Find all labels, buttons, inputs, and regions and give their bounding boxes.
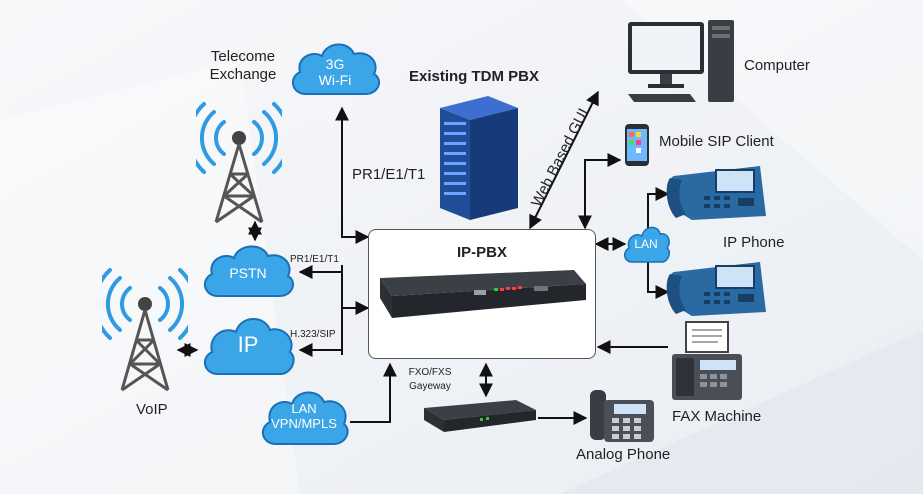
lan-vpn-cloud-icon: [261, 391, 349, 445]
smartphone-icon: [625, 124, 649, 166]
lan-vpn-line1: LAN: [291, 401, 317, 416]
pstn-cloud-label: PSTN: [229, 265, 267, 281]
mobile-sip-label: Mobile SIP Client: [659, 133, 774, 150]
wifi-cloud-icon: [291, 43, 381, 95]
gateway-device-icon: [424, 400, 536, 432]
pstn-cloud-icon: [203, 245, 295, 297]
voip-tower-icon: [102, 268, 188, 392]
desktop-computer-icon: [628, 20, 734, 102]
computer-label: Computer: [744, 57, 810, 74]
lan-cloud-label: LAN: [634, 237, 658, 251]
lan-phone1-arrow: [647, 187, 670, 230]
pr1-vertical-label: PR1/E1/T1: [352, 166, 426, 183]
lan-vpn-cloud-label: LAN VPN/MPLS: [262, 401, 346, 432]
lan-phone2-arrow: [647, 258, 670, 299]
fxo-gateway-label: FXO/FXS Gayeway: [400, 366, 460, 393]
lan-vpn-line2: VPN/MPLS: [271, 415, 337, 431]
ip-phone-label: IP Phone: [723, 234, 785, 251]
analog-phone-icon: [590, 390, 654, 442]
ip-pbx-title: IP-PBX: [456, 244, 507, 261]
server-rack-icon: [440, 96, 518, 220]
lan-vpn-link-arrow: [350, 362, 397, 423]
h323-label: H.323/SIP: [290, 329, 336, 340]
existing-tdm-label: Existing TDM PBX: [409, 68, 540, 85]
wifi-cloud-label: 3G Wi-Fi: [300, 56, 370, 88]
telecome-exchange-label: Telecome Exchange: [198, 48, 288, 84]
pbx-appliance-icon: [380, 270, 586, 318]
pr1-small-label: PR1/E1/T1: [290, 254, 339, 265]
web-gui-arrow: [529, 90, 599, 230]
lan-cloud-icon: [624, 226, 670, 263]
wifi-line1: 3G: [325, 56, 345, 72]
wifi-line2: Wi-Fi: [318, 72, 352, 89]
exchange-text: Exchange: [209, 66, 277, 83]
ip-cloud-label: IP: [237, 332, 259, 357]
fxo-text: FXO/FXS: [408, 367, 452, 378]
desk-phone-icon: [666, 166, 766, 220]
telecome-text: Telecome: [210, 48, 276, 65]
fax-label: FAX Machine: [672, 408, 762, 425]
mobile-link-arrow: [578, 153, 622, 230]
ip-cloud-icon: [203, 318, 295, 375]
voip-label: VoIP: [136, 401, 168, 418]
desk-phone-icon-2: [666, 262, 766, 316]
analog-phone-label: Analog Phone: [576, 446, 671, 463]
fax-machine-icon: [672, 321, 742, 400]
gayeway-text: Gayeway: [409, 380, 451, 392]
wifi-link-arrow: [335, 106, 370, 244]
radio-tower-icon: [196, 102, 282, 224]
